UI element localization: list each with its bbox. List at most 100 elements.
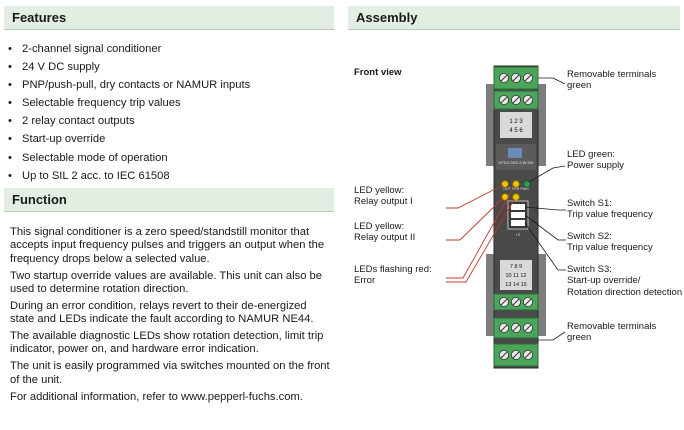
feature-item: 24 V DC supply	[8, 58, 250, 76]
switch-s1	[511, 204, 525, 210]
callout-line-s2	[524, 214, 566, 241]
terminal-screws-bottom-row2	[498, 322, 533, 333]
screw-slot	[500, 324, 508, 332]
callout-text: LED yellow:	[354, 221, 405, 232]
terminal-number-plate-bottom	[500, 260, 532, 290]
screw-slot	[524, 298, 532, 306]
function-paragraph: For additional information, refer to www…	[10, 390, 303, 403]
callout-text: Removable terminals	[567, 69, 657, 80]
screw-slot	[500, 351, 508, 359]
callout-line-led-red-2	[446, 199, 515, 283]
screw-slot	[524, 74, 532, 82]
callout-line-term-top	[538, 77, 566, 85]
callout-text: Rotation direction detection	[567, 286, 683, 298]
callout-line-led-green	[528, 165, 566, 183]
terminal-screws-top-row2	[498, 95, 533, 106]
screw-slot	[500, 74, 508, 82]
switch-s2	[511, 212, 525, 218]
callout-text: green	[567, 332, 592, 344]
callout-text: LED yellow:	[354, 185, 405, 196]
feature-item: 2 relay contact outputs	[8, 112, 250, 130]
terminal-number-plate-top	[500, 112, 532, 138]
led-labels: OUT ERR PWR	[503, 187, 529, 191]
rail-clip-top-left	[486, 84, 496, 166]
callout-text: green	[567, 80, 592, 92]
callout-text: Error	[354, 275, 376, 287]
rail-clip-bottom-left	[486, 254, 496, 336]
feature-item: 2-channel signal conditioner	[8, 40, 250, 58]
callout-line-led-yellow2	[446, 197, 504, 241]
callout-text: Relay output I	[354, 196, 413, 208]
feature-item: Up to SIL 2 acc. to IEC 61508	[8, 167, 250, 185]
function-text: This signal conditioner is a zero speed/…	[10, 226, 330, 408]
function-heading: Function	[4, 188, 334, 212]
terminal-numbers-top-1: 1 2 3	[509, 119, 523, 125]
screw-slot	[512, 324, 520, 332]
features-list: 2-channel signal conditioner 24 V DC sup…	[8, 40, 250, 185]
switch-s3	[511, 220, 525, 226]
callout-led-yellow-2: LED yellow: Relay output II	[354, 221, 415, 244]
rail-clip-bottom-right	[536, 254, 546, 336]
callout-lines-red	[446, 184, 515, 283]
function-paragraph: Two startup override values are availabl…	[10, 269, 322, 295]
screw-slot	[524, 96, 532, 104]
callout-text: Switch S3:	[567, 264, 612, 275]
screw-slot	[524, 351, 532, 359]
logo-icon	[508, 148, 522, 158]
callout-text: LEDs flashing red:	[354, 264, 432, 275]
callout-text: Relay output II	[354, 232, 416, 244]
terminal-screws-bottom-row3	[498, 349, 533, 360]
callout-led-yellow-1: LED yellow: Relay output I	[354, 185, 413, 208]
function-paragraph: This signal conditioner is a zero speed/…	[10, 226, 325, 265]
callout-text: Start-up override/	[567, 275, 641, 287]
function-paragraph: The unit is easily programmed via switch…	[10, 360, 330, 386]
callout-switch-s3: Switch S3: Start-up override/ Rotation d…	[567, 264, 682, 298]
function-paragraph: During an error condition, relays revert…	[10, 299, 314, 326]
feature-item: Selectable mode of operation	[8, 149, 250, 167]
model-label: KFD2-SR2-2.W.SM	[499, 160, 534, 165]
screw-slot	[512, 74, 520, 82]
device-front-view-diagram: 1 2 3 4 5 6 KFD2-SR2-2.W.SM OUT ERR PWR …	[446, 65, 566, 369]
screw-slot	[512, 351, 520, 359]
callout-text: Trip value frequency	[567, 242, 653, 254]
callout-text: Removable terminals	[567, 321, 657, 332]
led-yellow-red-1	[512, 180, 520, 188]
callout-line-led-red-1	[446, 186, 515, 279]
feature-item: PNP/push-pull, dry contacts or NAMUR inp…	[8, 76, 250, 94]
led-yellow-1	[501, 180, 509, 188]
front-view-label: Front view	[354, 67, 402, 78]
screw-slot	[512, 298, 520, 306]
rail-clip-top-right	[536, 84, 546, 166]
callout-line-s1	[524, 206, 566, 211]
callout-text: Switch S1:	[567, 198, 612, 209]
screw-slot	[524, 324, 532, 332]
led-green-power	[523, 180, 531, 188]
callout-terminals-top: Removable terminals green	[567, 69, 656, 92]
terminal-numbers-bottom-3: 13 14 15	[505, 282, 526, 288]
assembly-heading: Assembly	[348, 6, 680, 30]
feature-item: Start-up override	[8, 130, 250, 148]
callout-terminals-bottom: Removable terminals green	[567, 321, 656, 344]
callout-switch-s1: Switch S1: Trip value frequency	[567, 198, 653, 221]
callout-text: Trip value frequency	[567, 209, 653, 221]
callout-text: Power supply	[567, 160, 625, 172]
callout-text: LED green:	[567, 149, 616, 160]
terminal-numbers-bottom-1: 7 8 9	[510, 264, 522, 270]
function-paragraph: The available diagnostic LEDs show rotat…	[10, 330, 324, 356]
features-heading: Features	[4, 6, 334, 30]
screw-slot	[500, 298, 508, 306]
screw-slot	[500, 96, 508, 104]
terminal-numbers-top-2: 4 5 6	[509, 128, 523, 134]
callout-led-red: LEDs flashing red: Error	[354, 264, 432, 287]
callout-led-green: LED green: Power supply	[567, 149, 624, 172]
terminal-numbers-bottom-2: 10 11 12	[505, 273, 526, 279]
screw-slot	[512, 96, 520, 104]
callout-switch-s2: Switch S2: Trip value frequency	[567, 231, 653, 254]
callout-line-led-yellow1	[446, 184, 504, 209]
callout-line-s3	[524, 222, 566, 271]
terminal-screws-bottom-row1	[498, 296, 533, 307]
terminal-screws-top-row1	[498, 72, 533, 83]
callout-line-term-bottom	[538, 331, 566, 341]
led-yellow-red-2	[512, 193, 520, 201]
callout-text: Switch S2:	[567, 231, 612, 242]
